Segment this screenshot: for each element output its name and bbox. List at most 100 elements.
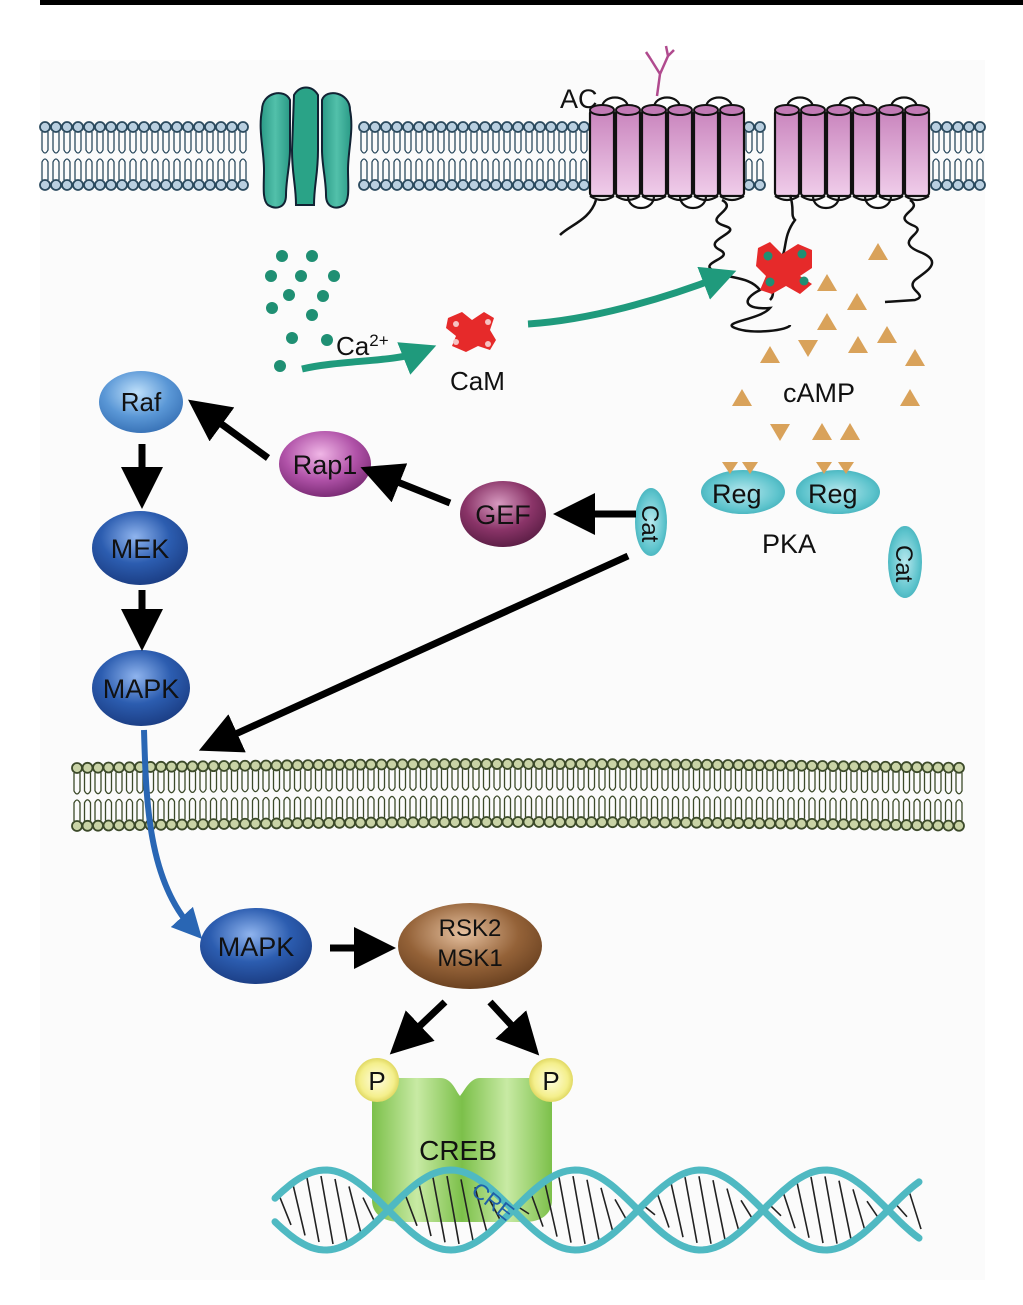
raf-node <box>99 371 183 433</box>
lipid-head <box>722 817 734 829</box>
calcium-to-cam-arrow <box>301 342 437 375</box>
lipid-head <box>564 816 577 828</box>
dna-strand <box>271 1166 923 1254</box>
lipid-head <box>501 121 513 133</box>
lipid-head <box>711 758 724 771</box>
lipid-head <box>312 817 325 829</box>
dna-strand <box>271 1166 923 1254</box>
lipid-head <box>182 121 194 133</box>
camp-molecule <box>770 424 790 441</box>
ac-helix-bottom <box>774 195 800 202</box>
lipid-head <box>564 758 577 770</box>
lipid-head <box>396 758 409 771</box>
lipid-head <box>428 758 440 771</box>
ac-helix-top <box>693 104 719 116</box>
lipid-head <box>344 758 356 771</box>
ac-intracellular-loop <box>678 195 708 210</box>
lipid-head <box>165 760 178 773</box>
lipid-head <box>941 179 953 191</box>
lipid-head <box>932 819 944 832</box>
lipid-head <box>407 758 419 771</box>
lipid-head <box>479 121 491 133</box>
lipid-head <box>911 761 923 774</box>
pka-regulatory-subunit <box>701 470 785 514</box>
lipid-head <box>567 179 579 191</box>
plasma-membrane <box>39 121 986 191</box>
lipid-head <box>102 761 115 774</box>
lipid-head <box>197 818 209 831</box>
top-rule <box>40 0 1023 5</box>
lipid-head <box>869 760 881 773</box>
lipid-head <box>344 816 356 829</box>
lipid-head <box>567 121 579 133</box>
gef-label: GEF <box>475 500 531 530</box>
reg-label-2: Reg <box>808 479 858 509</box>
calcium-ions <box>265 250 340 372</box>
lipid-head <box>669 816 682 829</box>
ac-helix-top <box>774 104 800 116</box>
ac-intracellular-loop <box>626 195 656 210</box>
lipid-head <box>479 179 491 191</box>
lipid-head <box>413 121 425 133</box>
lipid-head <box>302 817 314 829</box>
phosphate-right <box>529 1058 573 1102</box>
lipid-head <box>182 179 194 191</box>
lipid-head <box>543 816 556 828</box>
lipid-head <box>134 819 146 832</box>
lipid-head <box>795 759 808 772</box>
lipid-head <box>470 758 482 770</box>
lipid-head <box>953 761 965 774</box>
camp-molecule <box>905 349 925 366</box>
lipid-head <box>123 819 136 832</box>
ac-helix-bottom <box>615 195 641 202</box>
pka-regulatory-subunit <box>796 470 880 514</box>
lipid-head <box>81 761 94 774</box>
lipid-head <box>281 759 293 772</box>
lipid-head <box>123 761 136 774</box>
lipid-head <box>428 816 440 829</box>
lipid-head <box>753 817 766 830</box>
dna-helix <box>271 1166 923 1254</box>
lipid-head <box>648 816 661 829</box>
lipid-head <box>480 816 493 828</box>
ac-helix-top <box>589 104 615 116</box>
lipid-head <box>932 761 944 774</box>
lipid-head <box>81 819 94 832</box>
lipid-head <box>193 179 205 191</box>
cat-free-label: Cat <box>890 545 917 583</box>
lipid-head <box>827 760 839 772</box>
ac-helix-bottom <box>719 195 745 202</box>
lipid-head <box>490 179 502 191</box>
ac-label: AC <box>560 84 598 114</box>
lipid-head <box>165 818 178 831</box>
lipid-head <box>354 816 367 829</box>
mapk-cytoplasmic-label: MAPK <box>103 674 180 704</box>
calcium-label: Ca2+ <box>336 331 389 361</box>
lipid-head <box>270 817 283 830</box>
lipid-head <box>512 121 524 133</box>
lipid-head <box>83 179 95 191</box>
rsk-to-p-left-arrow <box>389 999 448 1055</box>
lipid-head <box>701 816 713 829</box>
cytoplasm-arrows <box>121 399 636 753</box>
lipid-head <box>554 816 566 828</box>
lipid-head <box>94 121 106 133</box>
lipid-head <box>578 179 590 191</box>
lipid-tails <box>41 132 984 180</box>
lipid-head <box>578 121 590 133</box>
lipid-head <box>900 819 913 831</box>
lipid-head <box>545 179 557 191</box>
pka-label: PKA <box>762 529 816 559</box>
lipid-head <box>942 819 955 832</box>
lipid-head <box>375 816 388 829</box>
lipid-head <box>522 816 535 828</box>
lipid-head <box>207 760 220 773</box>
camp-molecule <box>812 423 832 440</box>
lipid-head <box>72 179 84 191</box>
ac-transmembrane-helix <box>614 108 642 198</box>
lipid-head <box>197 760 209 773</box>
lipid-head <box>138 121 150 133</box>
lipid-head <box>722 759 734 771</box>
lipid-head <box>457 179 469 191</box>
calcium-ion <box>306 250 318 262</box>
